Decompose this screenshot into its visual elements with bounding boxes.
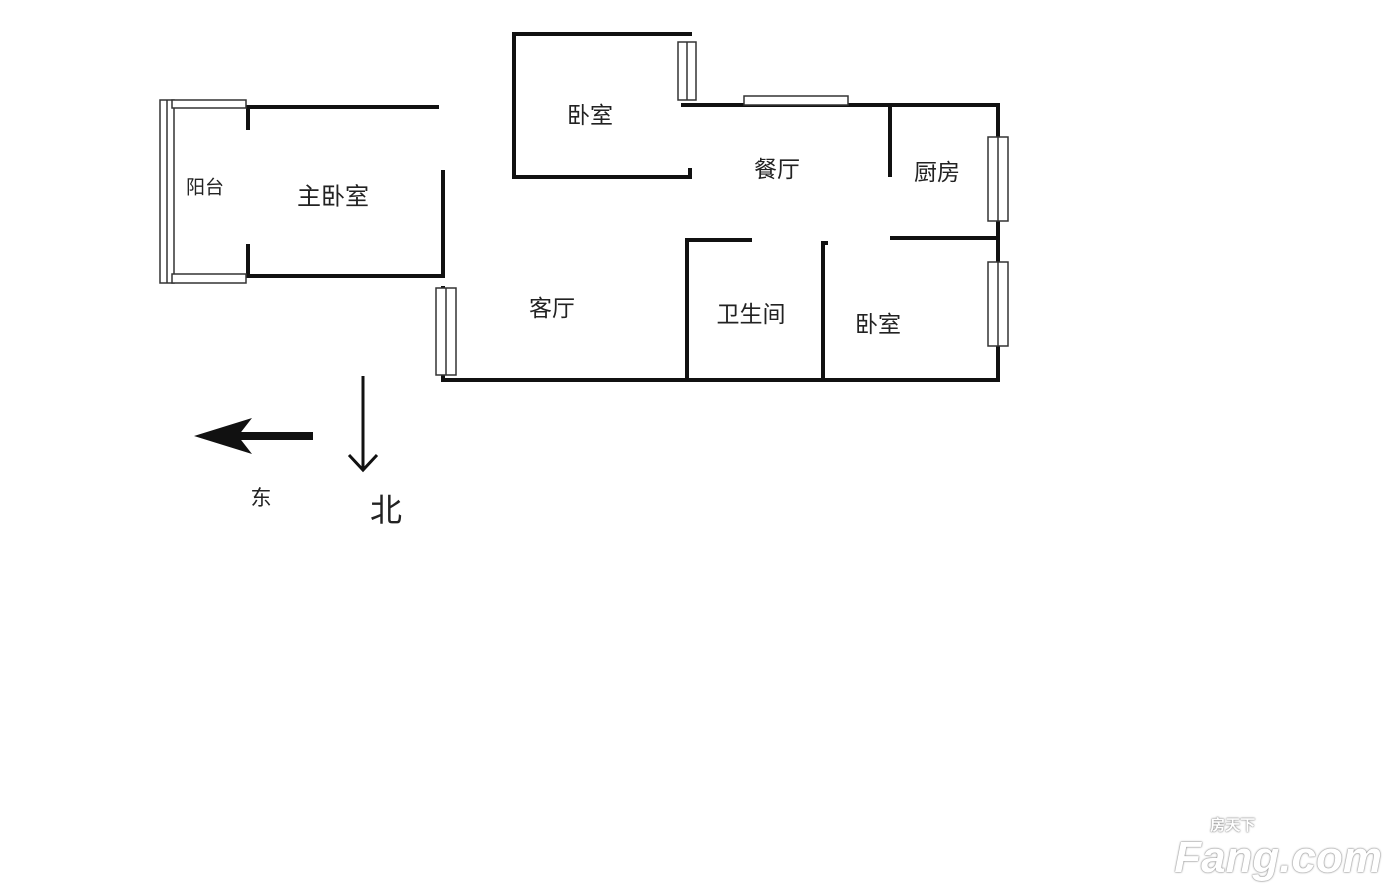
room-label-kitchen: 厨房 — [914, 160, 960, 186]
room-label-dining: 餐厅 — [754, 157, 800, 183]
wall — [246, 105, 445, 278]
fang-watermark-logo: 房天下 Fang.com — [1174, 817, 1382, 881]
room-label-balcony: 阳台 — [185, 176, 225, 199]
wall — [441, 103, 1000, 382]
compass-east-label: 东 — [250, 486, 272, 510]
room-label-living-room: 客厅 — [529, 296, 575, 322]
wall — [512, 32, 692, 179]
watermark-en: Fang.com — [1174, 833, 1382, 882]
room-label-bedroom-north: 卧室 — [567, 103, 613, 129]
wall — [888, 103, 1000, 240]
watermark-cn: 房天下 — [1210, 817, 1256, 834]
balcony-rail — [171, 273, 247, 284]
room-label-master-bedroom: 主卧室 — [297, 182, 369, 211]
compass-north-label: 北 — [369, 491, 403, 529]
compass-arrows — [194, 376, 379, 473]
east-arrow-head — [194, 418, 252, 454]
window — [743, 95, 849, 106]
windows — [159, 41, 1009, 376]
balcony-rail — [171, 99, 247, 109]
wall — [685, 238, 828, 382]
room-label-bedroom-south: 卧室 — [855, 312, 901, 338]
north-arrow-head — [347, 453, 379, 473]
room-label-bathroom: 卫生间 — [716, 302, 786, 328]
